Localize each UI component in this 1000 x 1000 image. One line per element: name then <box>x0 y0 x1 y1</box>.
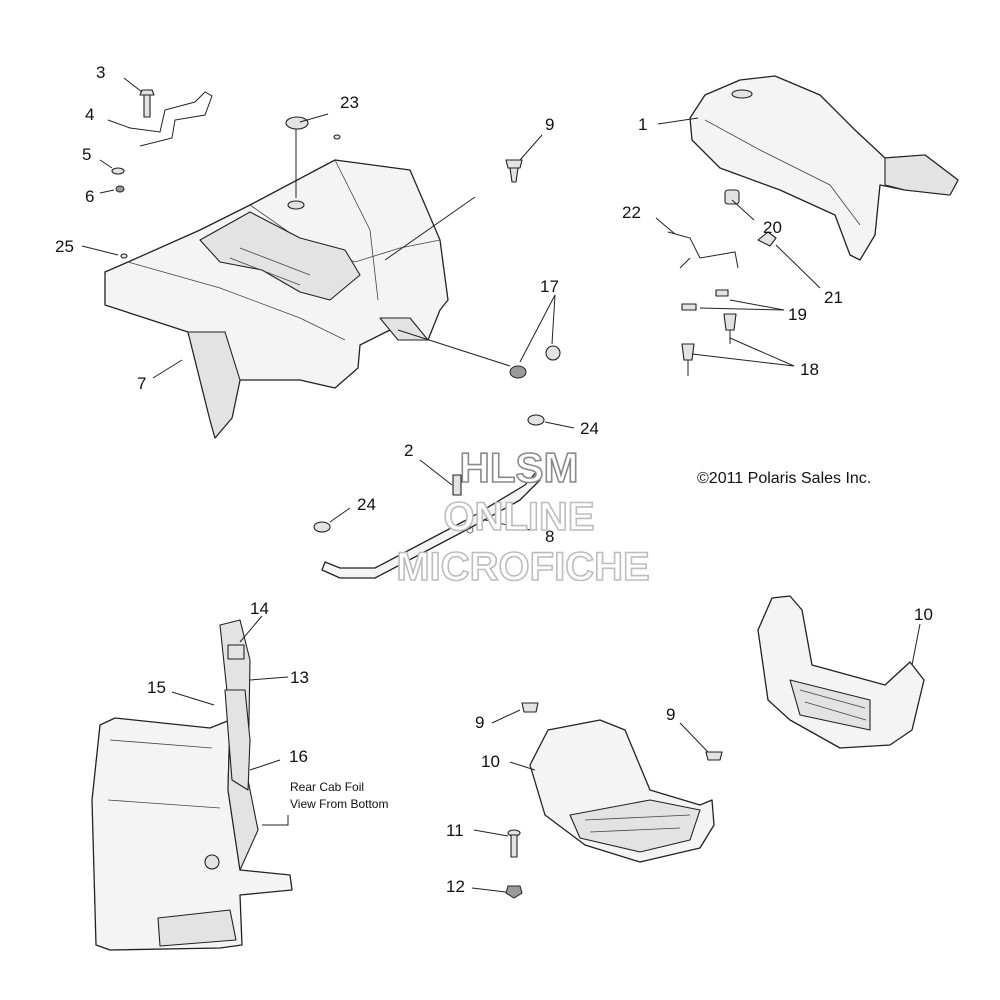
push-rivet-part <box>505 159 523 183</box>
callout-6: 6 <box>85 187 94 206</box>
callout-9-bottom-left: 9 <box>475 713 484 732</box>
plug-part <box>285 116 309 130</box>
callout-9-bottom-right: 9 <box>666 705 675 724</box>
callout-17: 17 <box>540 277 559 296</box>
push-rivet-part-2 <box>521 702 539 713</box>
seat-latch-parts <box>667 231 777 376</box>
callout-8: 8 <box>545 527 554 546</box>
callout-5: 5 <box>82 145 91 164</box>
watermark: HLSM ONLINE MICROFICHE <box>396 443 651 590</box>
callout-numbers: 3 4 5 6 25 7 23 9 17 1 22 20 21 19 18 24… <box>55 63 933 896</box>
callout-14: 14 <box>250 599 269 618</box>
copyright-text: ©2011 Polaris Sales Inc. <box>697 470 871 487</box>
callout-20: 20 <box>763 218 782 237</box>
callout-19: 19 <box>788 305 807 324</box>
callout-16: 16 <box>289 747 308 766</box>
grommet-24-left <box>313 521 331 533</box>
fastener-parts <box>111 89 213 193</box>
callout-1: 1 <box>638 115 647 134</box>
callout-10-right: 10 <box>914 605 933 624</box>
callout-2: 2 <box>404 441 413 460</box>
screw-nut-parts <box>505 829 523 899</box>
callout-24-top: 24 <box>580 419 599 438</box>
callout-13: 13 <box>290 668 309 687</box>
footwell-right-part <box>757 595 925 749</box>
callout-9-top: 9 <box>545 115 554 134</box>
rear-cab-part <box>104 134 449 439</box>
callout-4: 4 <box>85 105 94 124</box>
watermark-line-3: MICROFICHE <box>396 545 649 589</box>
watermark-line-2: ONLINE <box>443 495 594 539</box>
callout-10-bottom: 10 <box>481 752 500 771</box>
callout-23: 23 <box>340 93 359 112</box>
grommet-parts <box>509 345 561 379</box>
callout-11: 11 <box>446 821 464 840</box>
callout-3: 3 <box>96 63 105 82</box>
watermark-line-1: HLSM <box>460 444 579 491</box>
callout-22: 22 <box>622 203 641 222</box>
cab-side-panel <box>91 619 293 951</box>
push-rivet-part-3 <box>705 751 723 761</box>
footwell-bottom-part <box>529 719 715 863</box>
callout-18: 18 <box>800 360 819 379</box>
callout-12: 12 <box>446 877 465 896</box>
note-line-2: View From Bottom <box>290 797 388 811</box>
leader-lines <box>81 77 921 893</box>
callout-15: 15 <box>147 678 166 697</box>
note-line-1: Rear Cab Foil <box>290 780 364 794</box>
support-rod-part <box>321 469 541 579</box>
grommet-24-top <box>527 414 545 426</box>
seat-part <box>689 75 959 261</box>
callout-24-left: 24 <box>357 495 376 514</box>
callout-21: 21 <box>824 288 843 307</box>
callout-7: 7 <box>137 374 146 393</box>
callout-25: 25 <box>55 237 74 256</box>
